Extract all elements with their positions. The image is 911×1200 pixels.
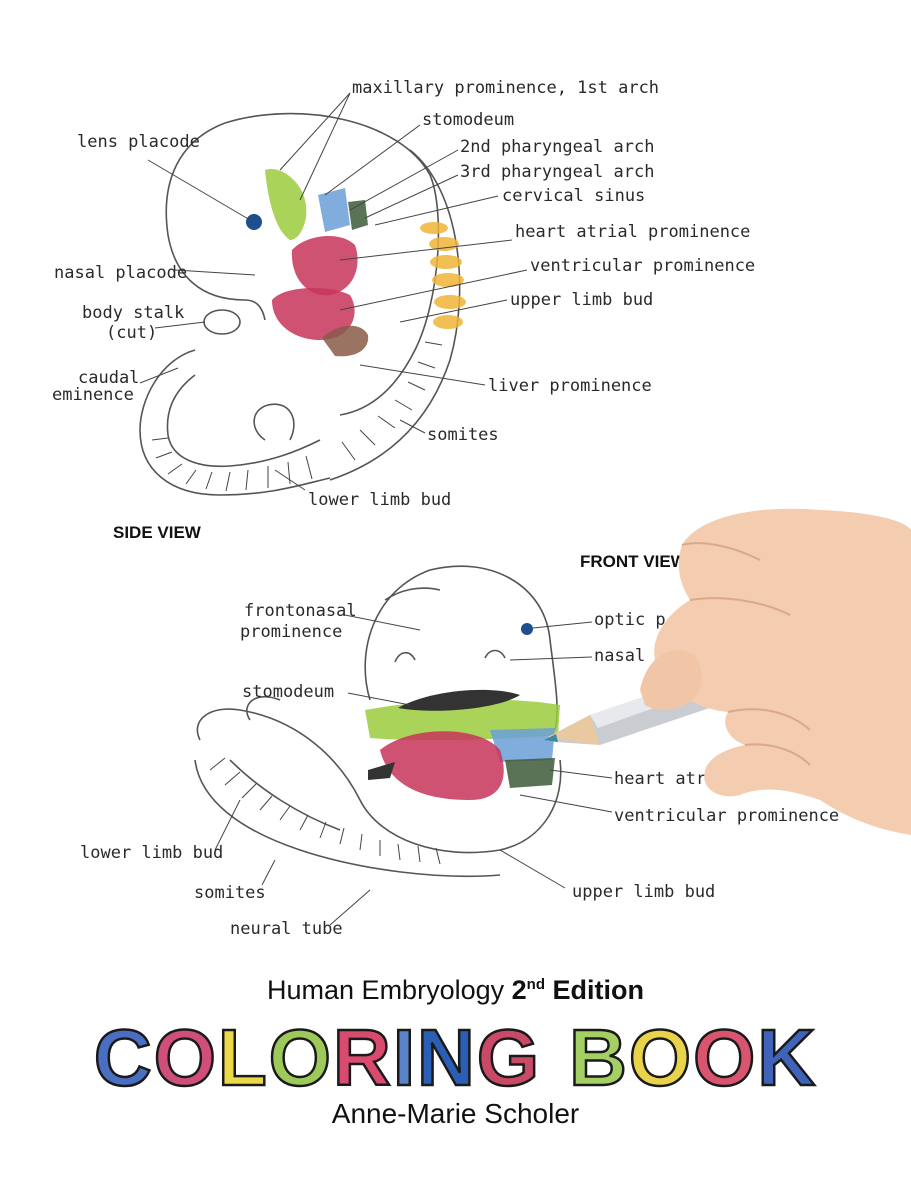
label-neural-tube: neural tube [230,919,343,939]
label-liver: liver prominence [488,376,652,396]
label-lens: lens placode [77,132,200,152]
label-somites: somites [427,425,499,445]
edition-word: Edition [544,975,644,1005]
title-letter: O [268,1013,334,1102]
label-eminence: eminence [52,385,134,405]
subtitle-text: Human Embryology [267,975,512,1005]
side-view-heading: SIDE VIEW [113,523,202,542]
label-frontonasal: frontonasal [244,601,357,621]
label-body-stalk-cut: (cut) [106,323,157,343]
label-stomodeum: stomodeum [422,110,514,130]
title-letter: L [217,1013,269,1102]
title-letter: N [416,1013,477,1102]
label-ventricular: ventricular prominence [530,256,755,276]
book-title: COLORING BOOK [0,1013,911,1102]
label-lower-limb: lower limb bud [308,490,451,510]
label-front-lower-limb: lower limb bud [80,843,223,863]
label-front-stomodeum: stomodeum [242,682,334,702]
label-front-nasal: nasal [594,646,645,666]
label-maxillary: maxillary prominence, 1st arch [352,78,659,98]
title-letter: O [692,1013,758,1102]
title-letter: R [332,1013,393,1102]
label-front-somites: somites [194,883,266,903]
front-view-embryo: frontonasal prominence optic p nasal sto… [80,552,839,939]
label-arch3: 3rd pharyngeal arch [460,162,654,182]
label-body-stalk: body stalk [82,303,184,323]
title-letter: O [152,1013,218,1102]
title-letter: B [568,1013,629,1102]
label-caudal: caudal [78,368,139,388]
edition-suffix: nd [526,976,545,993]
title-letter: C [93,1013,154,1102]
title-letter: I [392,1013,418,1102]
label-front-ventricular: ventricular prominence [614,806,839,826]
label-cervical: cervical sinus [502,186,645,206]
side-view-embryo: maxillary prominence, 1st arch stomodeum… [52,78,755,542]
book-author: Anne-Marie Scholer [331,1098,580,1129]
title-letter: K [756,1013,818,1102]
book-subtitle: Human Embryology 2nd Edition [0,975,911,1006]
label-prominence: prominence [240,622,342,642]
label-front-upper-limb: upper limb bud [572,882,715,902]
edition-number: 2 [511,975,527,1005]
title-letter: G [476,1013,542,1102]
hand-with-pencil-illustration [544,508,911,835]
label-front-heart-atrial: heart atri [614,769,716,789]
title-letter: O [628,1013,694,1102]
front-view-heading: FRONT VIEW [580,552,688,571]
label-arch2: 2nd pharyngeal arch [460,137,654,157]
label-nasal: nasal placode [54,263,187,283]
label-heart-atrial: heart atrial prominence [515,222,750,242]
label-optic: optic p [594,610,666,630]
label-upper-limb: upper limb bud [510,290,653,310]
